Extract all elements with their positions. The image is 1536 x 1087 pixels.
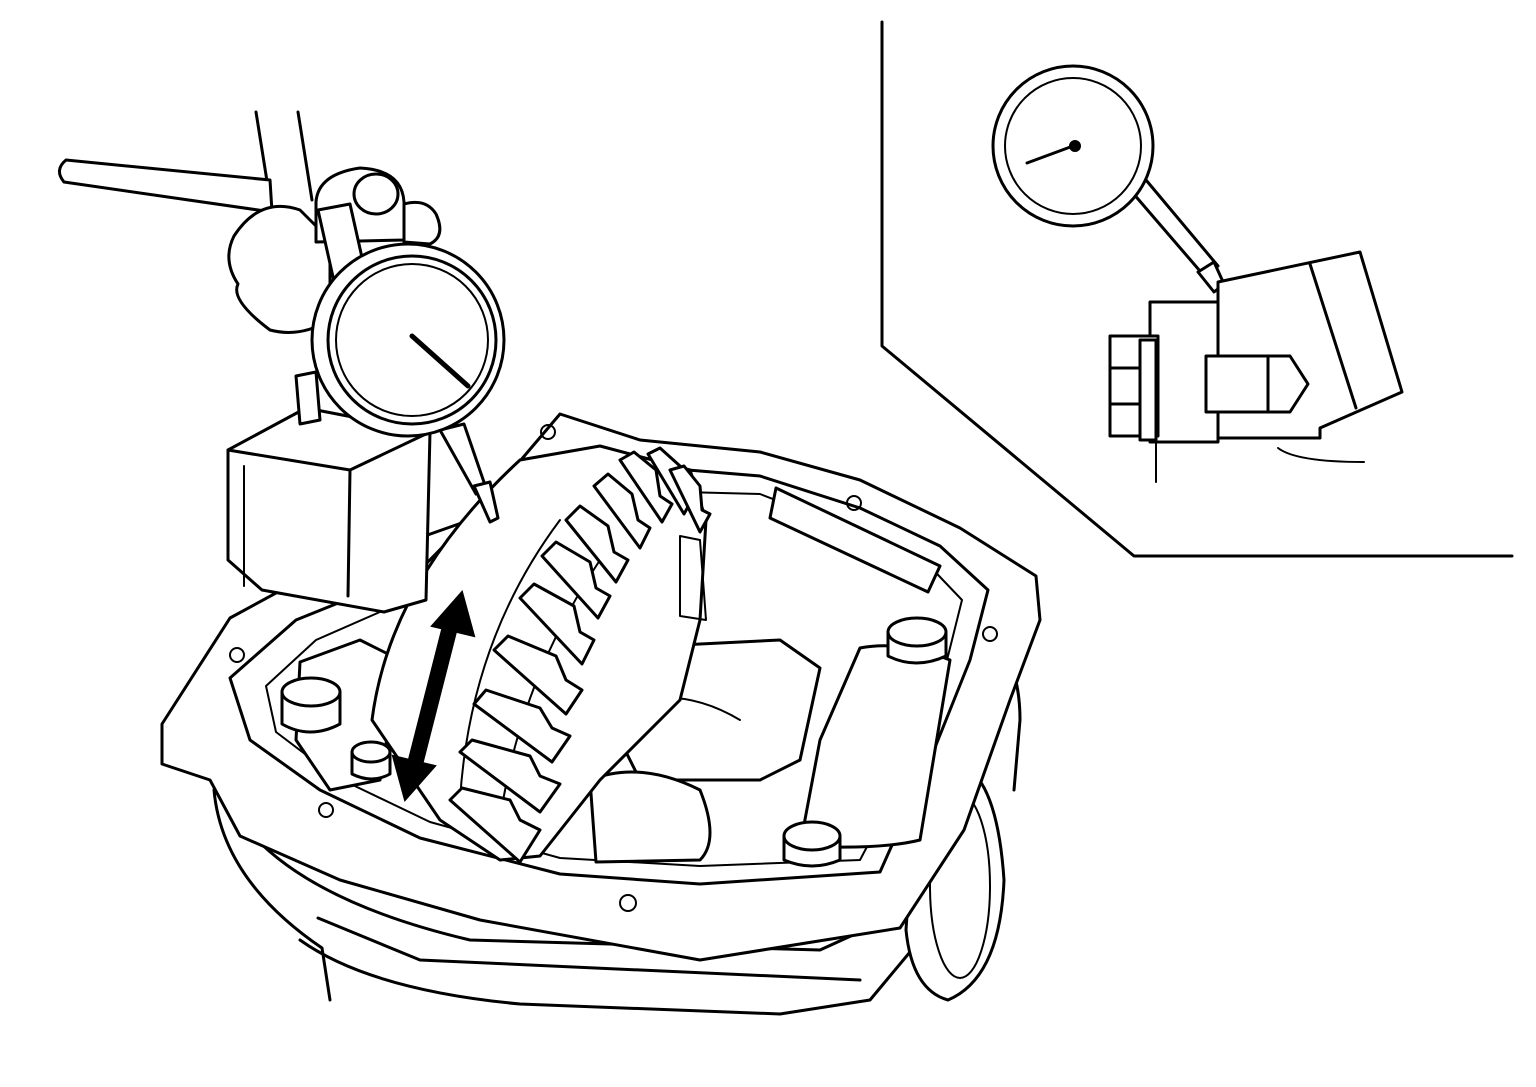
inset-gauge-needle [1025, 144, 1075, 165]
inset-bolt [1108, 300, 1310, 483]
ring-gear [370, 444, 712, 864]
bearing-cap-bolts [280, 616, 948, 868]
inset-border [880, 20, 1514, 558]
dial-indicator [58, 110, 506, 614]
gauge-needle [409, 333, 471, 389]
clamp-wing-knob [227, 204, 332, 334]
magnetic-base [226, 406, 432, 614]
gauge-face [326, 254, 498, 426]
inset-dial-gauge [991, 64, 1226, 294]
gauge-contact-point [472, 480, 500, 524]
motion-arrow [391, 589, 476, 803]
ring-gear-teeth [448, 446, 712, 864]
indicator-arm [58, 158, 274, 214]
detail-inset [880, 20, 1514, 558]
